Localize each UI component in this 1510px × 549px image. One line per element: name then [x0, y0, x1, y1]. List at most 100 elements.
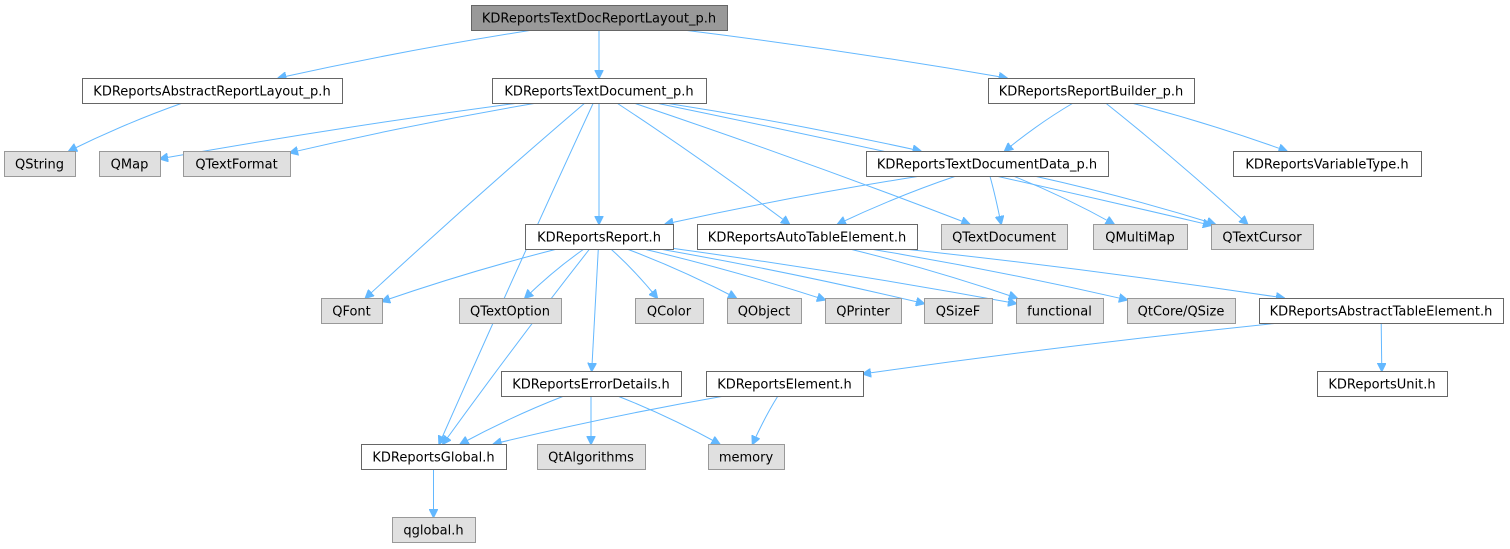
node-label-memory: memory — [719, 451, 774, 466]
node-label-errordetails: KDReportsErrorDetails.h — [512, 378, 670, 393]
node-label-abstable: KDReportsAbstractTableElement.h — [1270, 305, 1493, 320]
edge-autotable-to-functional — [849, 248, 1017, 298]
node-label-vartype: KDReportsVariableType.h — [1245, 158, 1408, 173]
node-functional: functional — [1016, 298, 1104, 324]
node-qtextoption: QTextOption — [459, 298, 562, 324]
node-qtextformat: QTextFormat — [183, 151, 291, 177]
node-box-textdocdata — [866, 151, 1109, 177]
node-box-qtcoreqsize — [1127, 298, 1236, 324]
node-box-qcolor — [635, 298, 704, 324]
edge-report-to-qsizef — [659, 248, 924, 304]
node-label-qtalgorithms: QtAlgorithms — [548, 451, 634, 466]
node-label-qtextoption: QTextOption — [470, 305, 550, 320]
node-qmultimap: QMultiMap — [1093, 224, 1188, 250]
node-box-textdoc — [492, 78, 707, 104]
node-box-root — [471, 5, 728, 31]
node-report[interactable]: KDReportsReport.h — [525, 224, 674, 250]
node-abstable[interactable]: KDReportsAbstractTableElement.h — [1259, 298, 1504, 324]
node-box-global — [361, 444, 507, 470]
node-qcolor: QColor — [635, 298, 704, 324]
edge-abstable-to-element — [863, 322, 1279, 374]
node-qprinter: QPrinter — [825, 298, 902, 324]
node-box-qobject — [727, 298, 802, 324]
node-box-qtextoption — [459, 298, 562, 324]
node-box-qstring — [4, 151, 76, 177]
edge-builder-to-qtextcursor — [1105, 102, 1248, 224]
node-box-abslayout — [82, 78, 343, 104]
edge-autotable-to-qtcoreqsize — [870, 248, 1127, 300]
node-box-qtextformat — [183, 151, 291, 177]
node-box-builder — [988, 78, 1195, 104]
dependency-nodes: KDReportsTextDocReportLayout_p.hKDReport… — [4, 5, 1504, 543]
node-label-qglobal: qglobal.h — [403, 524, 463, 539]
node-box-errordetails — [501, 371, 682, 397]
node-box-vartype — [1233, 151, 1422, 177]
node-abslayout[interactable]: KDReportsAbstractReportLayout_p.h — [82, 78, 343, 104]
edge-textdocdata-to-qtextdocument — [989, 175, 1001, 224]
edge-root-to-abslayout — [278, 29, 533, 78]
node-box-autotable — [697, 224, 918, 250]
edge-textdoc-to-textdocdata — [665, 102, 920, 151]
edge-report-to-functional — [672, 247, 1016, 303]
node-box-qtextdocument — [941, 224, 1068, 250]
node-element[interactable]: KDReportsElement.h — [706, 371, 864, 397]
edge-root-to-builder — [683, 29, 1007, 78]
node-box-qtalgorithms — [537, 444, 646, 470]
node-label-abslayout: KDReportsAbstractReportLayout_p.h — [93, 85, 330, 100]
edge-errordetails-to-global — [461, 395, 565, 444]
node-box-functional — [1016, 298, 1104, 324]
node-box-qfont — [321, 298, 383, 324]
node-textdocdata[interactable]: KDReportsTextDocumentData_p.h — [866, 151, 1109, 177]
edge-abstable-to-unit — [1381, 322, 1382, 371]
edge-textdoc-to-autotable — [616, 102, 789, 224]
node-label-builder: KDReportsReportBuilder_p.h — [999, 85, 1184, 100]
node-box-qprinter — [825, 298, 902, 324]
node-box-qmultimap — [1093, 224, 1188, 250]
edge-textdocdata-to-qtextcursor — [1033, 175, 1215, 224]
edge-abslayout-to-qstring — [69, 102, 183, 151]
edge-report-to-qtextoption — [525, 248, 585, 298]
edge-builder-to-vartype — [1131, 102, 1286, 151]
edge-textdocdata-to-qmultimap — [1013, 175, 1114, 224]
node-qmap: QMap — [99, 151, 161, 177]
node-builder[interactable]: KDReportsReportBuilder_p.h — [988, 78, 1195, 104]
node-qstring: QString — [4, 151, 76, 177]
node-root[interactable]: KDReportsTextDocReportLayout_p.h — [471, 5, 728, 31]
edge-report-to-errordetails — [592, 248, 599, 371]
node-label-autotable: KDReportsAutoTableElement.h — [708, 231, 906, 246]
edge-report-to-global — [443, 248, 590, 444]
node-box-abstable — [1259, 298, 1504, 324]
node-label-element: KDReportsElement.h — [717, 378, 852, 393]
edge-textdoc-to-qfont — [366, 102, 586, 298]
edge-textdoc-to-global — [439, 102, 594, 444]
node-label-qmap: QMap — [111, 158, 149, 173]
node-label-qsizef: QSizeF — [936, 305, 980, 320]
node-unit[interactable]: KDReportsUnit.h — [1317, 371, 1448, 397]
edge-report-to-qfont — [382, 248, 558, 301]
node-textdoc[interactable]: KDReportsTextDocument_p.h — [492, 78, 707, 104]
node-vartype[interactable]: KDReportsVariableType.h — [1233, 151, 1422, 177]
node-memory: memory — [708, 444, 785, 470]
dependency-edges — [69, 29, 1382, 517]
node-errordetails[interactable]: KDReportsErrorDetails.h — [501, 371, 682, 397]
node-label-unit: KDReportsUnit.h — [1328, 378, 1435, 393]
node-box-element — [706, 371, 864, 397]
edge-report-to-qprinter — [643, 248, 825, 300]
node-box-memory — [708, 444, 785, 470]
node-box-qglobal — [392, 517, 476, 543]
node-qtextcursor: QTextCursor — [1211, 224, 1314, 250]
node-label-report: KDReportsReport.h — [537, 231, 661, 246]
node-qtalgorithms: QtAlgorithms — [537, 444, 646, 470]
node-global[interactable]: KDReportsGlobal.h — [361, 444, 507, 470]
node-box-unit — [1317, 371, 1448, 397]
node-label-global: KDReportsGlobal.h — [372, 451, 494, 466]
edge-textdocdata-to-report — [665, 175, 921, 224]
node-qobject: QObject — [727, 298, 802, 324]
node-label-qtextcursor: QTextCursor — [1222, 231, 1302, 246]
node-box-qsizef — [924, 298, 993, 324]
node-autotable[interactable]: KDReportsAutoTableElement.h — [697, 224, 918, 250]
edge-element-to-memory — [753, 395, 779, 444]
edge-report-to-qcolor — [610, 248, 657, 298]
node-label-qprinter: QPrinter — [836, 305, 890, 320]
